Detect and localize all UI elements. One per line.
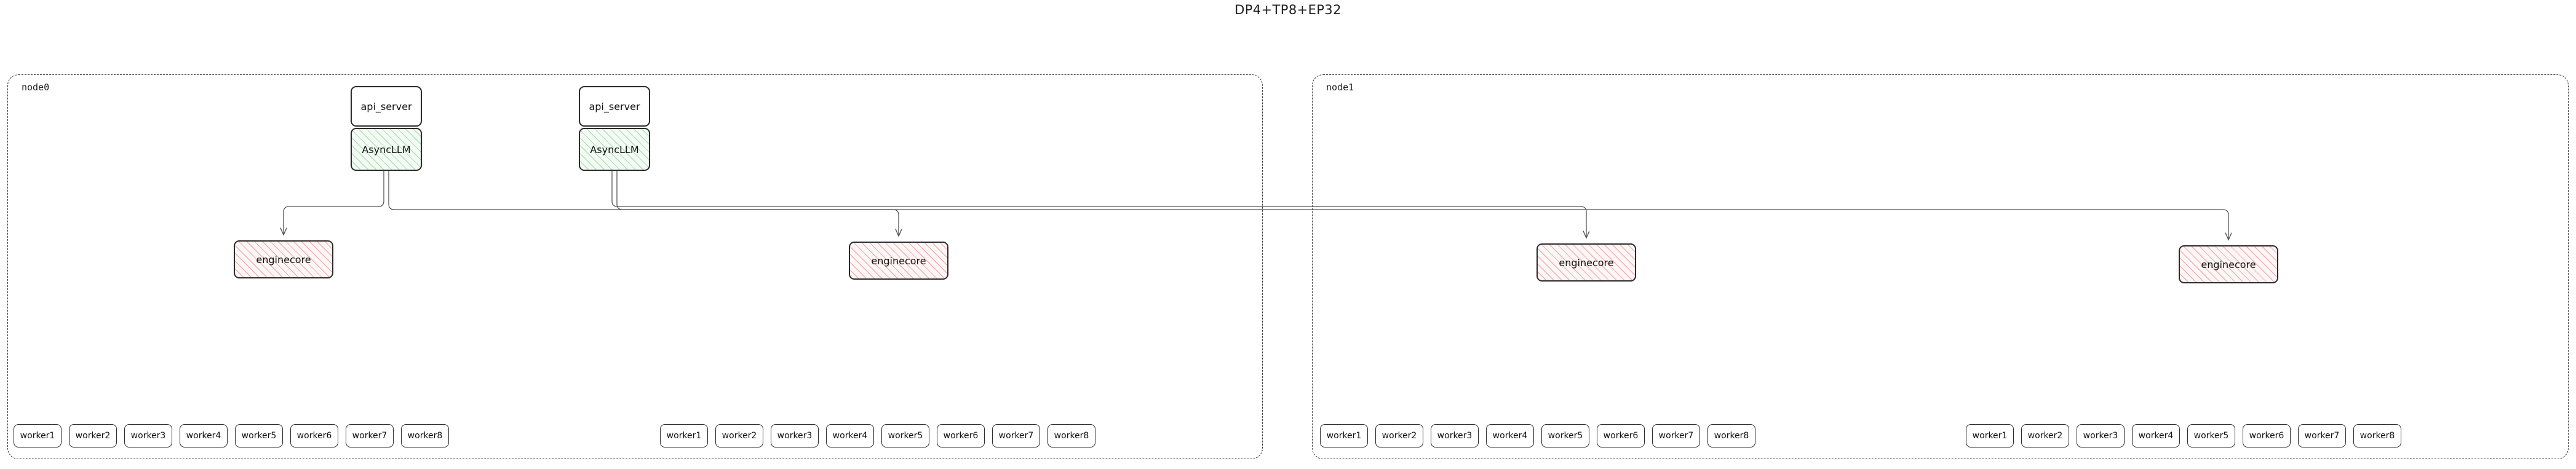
worker-box[interactable]: worker5 bbox=[235, 424, 283, 447]
cluster-label-node0: node0 bbox=[22, 82, 50, 93]
worker-box[interactable]: worker1 bbox=[1966, 424, 2014, 447]
worker-box[interactable]: worker2 bbox=[69, 424, 117, 447]
worker-box[interactable]: worker1 bbox=[660, 424, 708, 447]
worker-box[interactable]: worker7 bbox=[992, 424, 1040, 447]
n0-asyncllm-0[interactable]: AsyncLLM bbox=[351, 128, 422, 171]
worker-box[interactable]: worker7 bbox=[346, 424, 394, 447]
worker-box[interactable]: worker2 bbox=[2021, 424, 2069, 447]
n1-enginecore-1[interactable]: enginecore bbox=[2179, 245, 2278, 283]
worker-box[interactable]: worker5 bbox=[2187, 424, 2235, 447]
worker-box[interactable]: worker3 bbox=[124, 424, 172, 447]
n0-enginecore-1[interactable]: enginecore bbox=[849, 242, 948, 280]
worker-box[interactable]: worker1 bbox=[1320, 424, 1368, 447]
worker-box[interactable]: worker4 bbox=[826, 424, 874, 447]
n0-asyncllm-1[interactable]: AsyncLLM bbox=[579, 128, 650, 171]
n0-api-server-0[interactable]: api_server bbox=[351, 86, 422, 127]
n1-enginecore-0[interactable]: enginecore bbox=[1536, 243, 1636, 282]
worker-box[interactable]: worker8 bbox=[1047, 424, 1095, 447]
worker-box[interactable]: worker6 bbox=[937, 424, 985, 447]
worker-box[interactable]: worker5 bbox=[881, 424, 929, 447]
worker-box[interactable]: worker4 bbox=[2132, 424, 2180, 447]
worker-box[interactable]: worker8 bbox=[2353, 424, 2401, 447]
worker-box[interactable]: worker6 bbox=[1597, 424, 1645, 447]
worker-box[interactable]: worker8 bbox=[401, 424, 449, 447]
worker-box[interactable]: worker6 bbox=[290, 424, 338, 447]
worker-box[interactable]: worker6 bbox=[2243, 424, 2291, 447]
worker-box[interactable]: worker7 bbox=[1652, 424, 1700, 447]
worker-box[interactable]: worker2 bbox=[715, 424, 763, 447]
n0-enginecore-0[interactable]: enginecore bbox=[234, 240, 333, 278]
cluster-label-node1: node1 bbox=[1326, 82, 1354, 93]
worker-box[interactable]: worker3 bbox=[1431, 424, 1479, 447]
worker-box[interactable]: worker8 bbox=[1707, 424, 1755, 447]
worker-box[interactable]: worker2 bbox=[1375, 424, 1423, 447]
n0-api-server-1[interactable]: api_server bbox=[579, 86, 650, 127]
cluster-node1: node1 bbox=[1312, 74, 2569, 459]
worker-box[interactable]: worker7 bbox=[2298, 424, 2346, 447]
worker-box[interactable]: worker1 bbox=[14, 424, 62, 447]
worker-box[interactable]: worker3 bbox=[2077, 424, 2125, 447]
worker-box[interactable]: worker4 bbox=[1486, 424, 1534, 447]
worker-box[interactable]: worker4 bbox=[180, 424, 228, 447]
cluster-node0: node0 bbox=[7, 74, 1263, 459]
page-title: DP4+TP8+EP32 bbox=[1234, 2, 1342, 17]
worker-box[interactable]: worker5 bbox=[1541, 424, 1589, 447]
worker-box[interactable]: worker3 bbox=[771, 424, 819, 447]
